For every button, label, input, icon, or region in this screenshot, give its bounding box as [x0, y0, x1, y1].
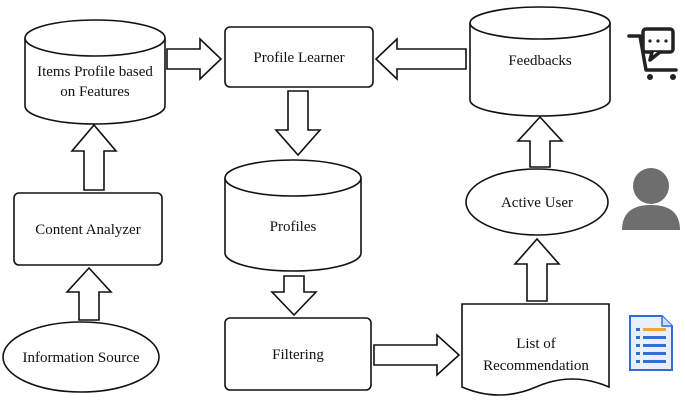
content-analyzer-label: Content Analyzer — [35, 222, 140, 238]
information-source-ellipse: Information Source — [2, 321, 160, 393]
filtering-box: Filtering — [224, 317, 372, 391]
feedbacks-cylinder: Feedbacks — [469, 6, 611, 117]
arrow-filtering-to-list-of-recommendation — [373, 333, 461, 377]
user-avatar-icon — [622, 168, 680, 230]
cart-chat-icon — [627, 27, 678, 80]
active-user-label: Active User — [501, 195, 573, 211]
list-of-recommendation-label-line2: Recommendation — [483, 358, 589, 374]
content-analyzer-box: Content Analyzer — [13, 192, 163, 266]
profile-learner-label: Profile Learner — [253, 50, 344, 66]
arrow-feedbacks-to-profile-learner — [374, 37, 467, 81]
items-profile-cylinder: Items Profile based on Features — [24, 19, 166, 125]
feedbacks-label: Feedbacks — [508, 53, 571, 69]
arrow-profile-learner-to-profiles — [274, 90, 322, 157]
arrow-list-to-active-user — [513, 237, 561, 302]
items-profile-label-line2: on Features — [60, 84, 130, 100]
items-profile-label-line1: Items Profile based — [37, 64, 153, 80]
filtering-label: Filtering — [272, 347, 324, 363]
arrow-profiles-to-filtering — [270, 275, 318, 317]
arrow-content-analyzer-to-items-profile — [70, 123, 118, 191]
profile-learner-box: Profile Learner — [224, 26, 374, 88]
information-source-label: Information Source — [22, 350, 139, 366]
document-list-icon — [629, 315, 673, 371]
arrow-information-source-to-content-analyzer — [65, 266, 113, 321]
list-of-recommendation-document: List of Recommendation — [461, 303, 610, 396]
list-of-recommendation-label-line1: List of — [516, 336, 556, 352]
arrow-items-profile-to-profile-learner — [166, 37, 223, 81]
active-user-ellipse: Active User — [465, 168, 609, 236]
profiles-label: Profiles — [270, 219, 317, 235]
profiles-cylinder: Profiles — [224, 159, 362, 272]
arrow-active-user-to-feedbacks — [516, 115, 564, 168]
